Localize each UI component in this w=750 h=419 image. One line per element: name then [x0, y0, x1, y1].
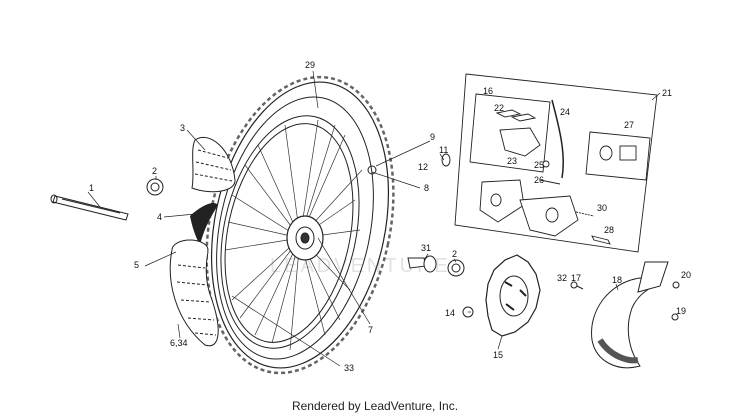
- callout-23: 23: [507, 156, 517, 166]
- brake-disc: [485, 254, 541, 337]
- callout-1: 1: [89, 183, 94, 193]
- callout-7: 7: [368, 325, 373, 335]
- caliper-kit-box: [454, 73, 658, 253]
- callout-3: 3: [180, 123, 185, 133]
- wheel-assembly: [205, 75, 395, 375]
- callout-19: 19: [676, 306, 686, 316]
- hub-small-parts: [367, 153, 451, 175]
- callout-14: 14: [445, 308, 455, 318]
- rim-strip: [190, 203, 218, 245]
- callout-4: 4: [157, 212, 162, 222]
- callout-30: 30: [597, 203, 607, 213]
- callout-25: 25: [534, 160, 544, 170]
- callout-28: 28: [604, 225, 614, 235]
- disc-guard: [591, 261, 669, 369]
- callout-21: 21: [662, 88, 672, 98]
- callout-20: 20: [681, 270, 691, 280]
- callout-29: 29: [305, 60, 315, 70]
- callout-31: 31: [421, 243, 431, 253]
- axle: [50, 194, 129, 221]
- callout-12: 12: [418, 162, 428, 172]
- callout-16: 16: [483, 86, 493, 96]
- callout-8: 8: [424, 183, 429, 193]
- callout-2-right: 2: [452, 249, 457, 259]
- callouts: 1 2 3 4 5 6,34 7 8 9 11 12 14 15 16 17 1…: [89, 60, 691, 373]
- callout-18: 18: [612, 275, 622, 285]
- callout-6-34: 6,34: [170, 338, 188, 348]
- callout-27: 27: [624, 120, 634, 130]
- small-bolts: [570, 281, 680, 321]
- callout-15: 15: [493, 350, 503, 360]
- tire-section: [191, 137, 236, 193]
- watermark: LEADVENTURE: [270, 255, 451, 277]
- rendered-by-credit: Rendered by LeadVenture, Inc.: [291, 399, 459, 413]
- tube-and-tire: [169, 239, 219, 347]
- callout-9: 9: [430, 132, 435, 142]
- leader-lines: [87, 70, 661, 367]
- callout-32: 32: [557, 273, 567, 283]
- callout-11: 11: [439, 145, 448, 155]
- callout-24: 24: [560, 107, 570, 117]
- bearing-left: [146, 178, 164, 196]
- callout-2-left: 2: [152, 166, 157, 176]
- callout-26: 26: [534, 175, 544, 185]
- spacer-and-bearing: [407, 255, 465, 277]
- callout-5: 5: [134, 260, 139, 270]
- callout-33: 33: [344, 363, 354, 373]
- callout-17: 17: [571, 273, 581, 283]
- callout-22: 22: [494, 103, 504, 113]
